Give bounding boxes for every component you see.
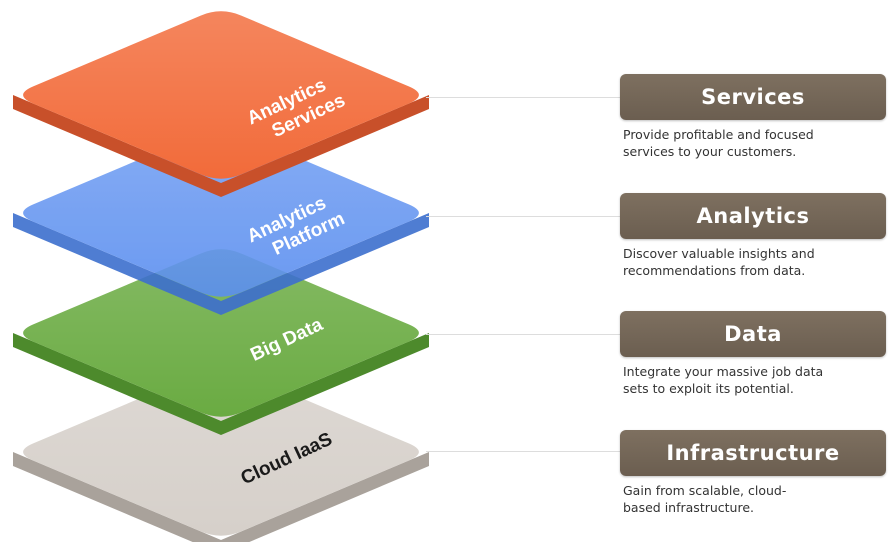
panel-desc-analytics: Discover valuable insights and recommend… [623, 245, 888, 279]
panel-analytics: Analytics Discover valuable insights and… [620, 193, 888, 279]
connector-line-data [426, 334, 620, 335]
panel-desc-line: recommendations from data. [623, 263, 806, 278]
layer-bigdata: Big Data [13, 249, 429, 435]
layer-services: AnalyticsServices [13, 11, 429, 197]
panel-desc-line: based infrastructure. [623, 500, 754, 515]
layer-cloud-sheen [23, 368, 419, 536]
panel-desc-data: Integrate your massive job data sets to … [623, 363, 888, 397]
layer-platform: AnalyticsPlatform [13, 129, 429, 315]
panel-desc-services: Provide profitable and focused services … [623, 126, 888, 160]
connector-line-infrastructure [426, 451, 620, 452]
layer-services-sheen [23, 11, 419, 179]
panel-title-data: Data [620, 311, 886, 357]
panel-infrastructure: Infrastructure Gain from scalable, cloud… [620, 430, 888, 516]
connector-line-analytics [426, 216, 620, 217]
panel-services: Services Provide profitable and focused … [620, 74, 888, 160]
panel-title-services: Services [620, 74, 886, 120]
panel-title-infrastructure: Infrastructure [620, 430, 886, 476]
layer-cloud-side [13, 452, 429, 542]
panel-data: Data Integrate your massive job data set… [620, 311, 888, 397]
panel-title-analytics: Analytics [620, 193, 886, 239]
panel-desc-line: Integrate your massive job data [623, 364, 824, 379]
panel-desc-line: Provide profitable and focused [623, 127, 814, 142]
panel-desc-line: services to your customers. [623, 144, 797, 159]
panel-desc-infrastructure: Gain from scalable, cloud- based infrast… [623, 482, 888, 516]
panel-desc-line: sets to exploit its potential. [623, 381, 794, 396]
layer-platform-sheen [23, 129, 419, 297]
panel-desc-line: Gain from scalable, cloud- [623, 483, 787, 498]
connector-line-services [426, 97, 620, 98]
layer-bigdata-sheen [23, 249, 419, 417]
layer-cloud: Cloud IaaS [13, 368, 429, 542]
panel-desc-line: Discover valuable insights and [623, 246, 815, 261]
